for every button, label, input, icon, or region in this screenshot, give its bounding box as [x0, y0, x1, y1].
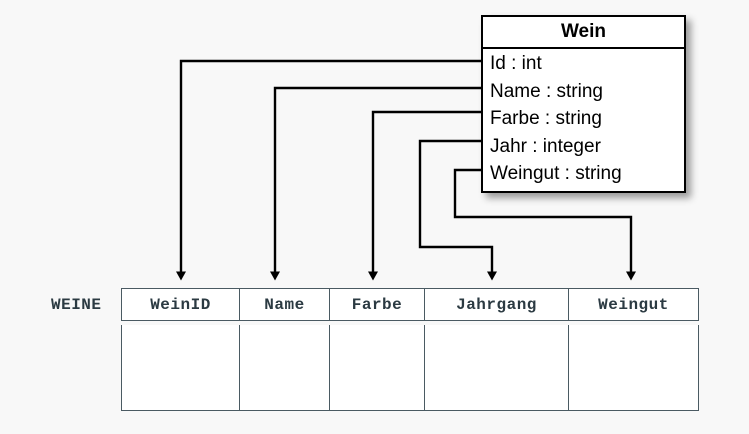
table-cell-farbe — [330, 325, 425, 410]
uml-attribute-name: Name : string — [490, 80, 603, 102]
column-header-weinid: WeinID — [122, 289, 240, 320]
column-header-name: Name — [240, 289, 330, 320]
uml-class-box-wein[interactable]: Wein Id : int Name : string Farbe : stri… — [481, 15, 686, 193]
uml-attribute-list: Id : int Name : string Farbe : string Ja… — [483, 49, 684, 191]
uml-attribute-jahr: Jahr : integer — [490, 135, 601, 157]
uml-attribute-farbe: Farbe : string — [490, 108, 602, 130]
connector-id-to-weinid — [176, 59, 481, 281]
uml-attribute-weingut: Weingut : string — [490, 163, 622, 185]
table-cell-weinid — [122, 325, 240, 410]
column-header-weingut: Weingut — [598, 295, 669, 314]
uml-class-title: Wein — [483, 17, 684, 49]
relational-table-weine: WeinID Name Farbe Jahrgang Weingut — [121, 288, 699, 411]
table-cell-weingut — [569, 325, 698, 410]
relational-table-label: WEINE — [51, 296, 102, 314]
connector-name-to-name — [270, 86, 481, 281]
connector-farbe-to-farbe — [368, 110, 481, 281]
table-cell-jahrgang — [425, 325, 569, 410]
uml-attribute-id: Id : int — [490, 53, 542, 74]
column-header-farbe: Farbe — [330, 289, 425, 320]
table-header-row: WeinID Name Farbe Jahrgang Weingut — [121, 288, 699, 321]
table-cell-name — [240, 325, 330, 410]
table-row — [121, 325, 699, 411]
column-header-jahrgang: Jahrgang — [425, 289, 569, 320]
